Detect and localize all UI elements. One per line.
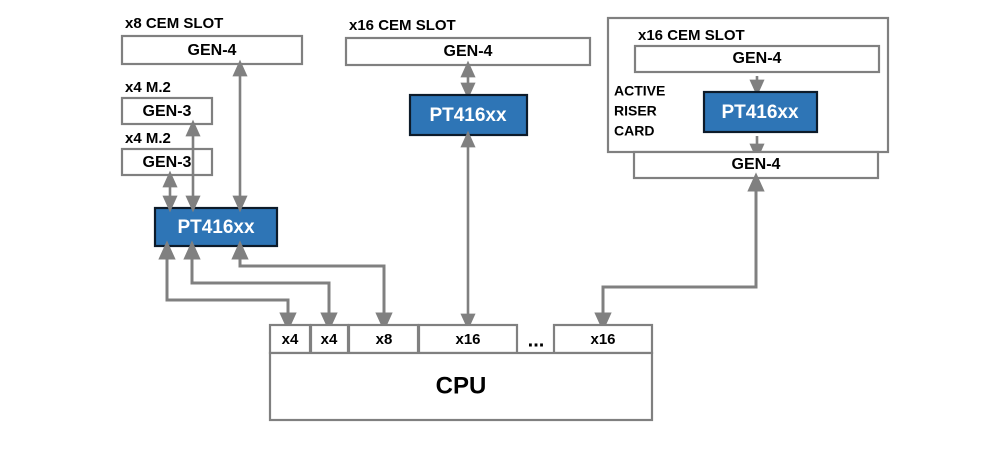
middle-pt416xx-label: PT416xx (429, 105, 507, 126)
right-branch-group: x16 CEM SLOT GEN-4 ACTIVE RISER CARD PT4… (594, 16, 890, 332)
x8-cem-slot-gen4-box[interactable] (120, 34, 304, 66)
middle-branch-group: x16 CEM SLOT GEN-4 PT416xx (344, 17, 592, 331)
connector-left-chip-to-cpu-port-x4-a (158, 240, 297, 332)
m2-upper-gen3-label: GEN-3 (143, 103, 192, 120)
right-pt416xx-label: PT416xx (721, 102, 799, 123)
middle-pt416xx-chip[interactable] (408, 93, 529, 137)
m2-upper-gen3-box[interactable] (120, 96, 214, 126)
right-downstream-gen4-label: GEN-4 (732, 156, 781, 173)
cpu-port-ellipsis: ... (528, 329, 545, 351)
right-x16-cem-slot-gen4-label: GEN-4 (733, 50, 782, 67)
cpu-group: x4 x4 x8 x16 ... x16 CPU (268, 323, 654, 422)
left-pt416xx-chip[interactable] (153, 206, 279, 248)
x8-cem-slot-label: x8 CEM SLOT (125, 15, 223, 32)
cpu-name-label: CPU (436, 372, 487, 399)
connector-right-branch-to-cpu-port-x16 (594, 172, 765, 332)
left-branch-group: x8 CEM SLOT GEN-4 x4 M.2 GEN-3 x4 M.2 GE… (120, 15, 393, 332)
connector-left-chip-to-cpu-port-x4-b (183, 240, 338, 332)
left-pt416xx-label: PT416xx (177, 217, 255, 238)
right-pt416xx-chip[interactable] (702, 90, 819, 134)
active-riser-card-label-line3: CARD (614, 123, 654, 139)
cpu-port-label-5: x16 (590, 331, 615, 348)
middle-x16-cem-slot-gen4-label: GEN-4 (444, 43, 493, 60)
m2-lower-gen3-label: GEN-3 (143, 154, 192, 171)
right-x16-cem-slot-gen4-box[interactable] (633, 44, 881, 74)
middle-x16-cem-slot-label: x16 CEM SLOT (349, 17, 456, 34)
right-x16-cem-slot-label: x16 CEM SLOT (638, 27, 745, 44)
m2-lower-label: x4 M.2 (125, 130, 171, 147)
active-riser-card-label-line1: ACTIVE (614, 83, 665, 99)
active-riser-card-label-line2: RISER (614, 103, 657, 119)
connector-left-chip-to-cpu-port-x8 (231, 240, 393, 332)
cpu-port-label-2: x8 (376, 331, 393, 348)
cpu-port-label-1: x4 (321, 331, 338, 348)
x8-cem-slot-gen4-label: GEN-4 (188, 42, 237, 59)
m2-upper-label: x4 M.2 (125, 79, 171, 96)
cpu-port-label-0: x4 (282, 331, 299, 348)
cpu-body-box[interactable] (268, 351, 654, 422)
cpu-port-label-3: x16 (455, 331, 480, 348)
